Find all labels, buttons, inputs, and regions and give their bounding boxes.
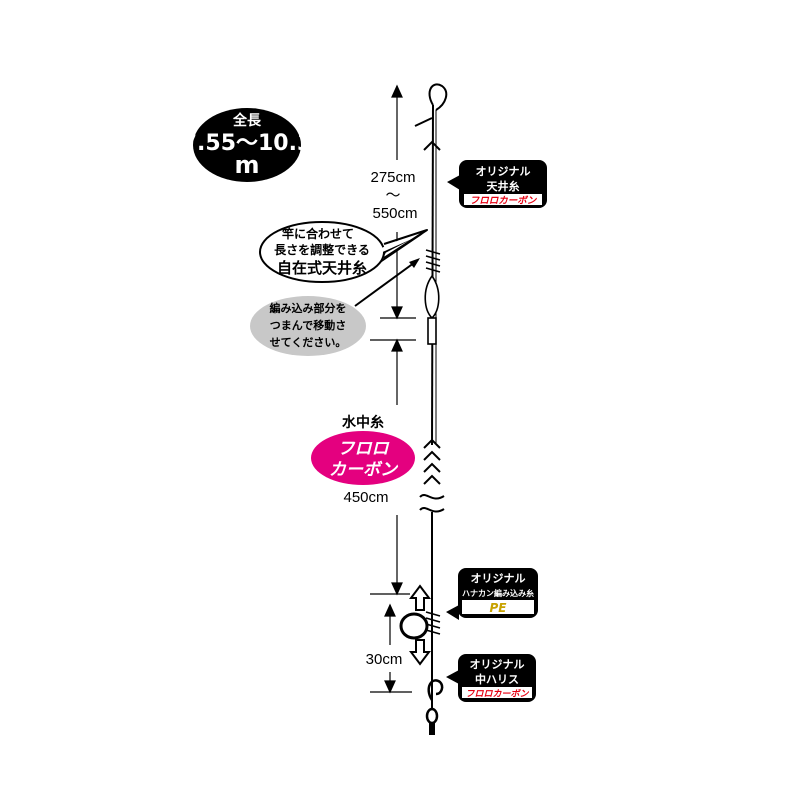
upper-span-max: 550cm bbox=[372, 205, 417, 222]
tag-tenjou: オリジナル 天井糸 フロロカーボン bbox=[447, 160, 547, 208]
fluorocarbon-badge bbox=[311, 431, 415, 485]
adjustable-note-line2: 長さを調整できる bbox=[274, 242, 370, 257]
adjustable-note-line1: 竿に合わせて bbox=[282, 226, 354, 241]
instruction-note-line3: せてください。 bbox=[270, 336, 347, 349]
instruction-note-line2: つまんで移動さ bbox=[270, 318, 346, 332]
lower-span-length: 30cm bbox=[366, 651, 403, 668]
tag-pe-material: PE bbox=[490, 601, 508, 615]
tag-tenjou-name: 天井糸 bbox=[487, 179, 520, 193]
tag-nakaharisu: オリジナル 中ハリス フロロカーボン bbox=[446, 654, 536, 702]
tag-tenjou-material: フロロカーボン bbox=[470, 195, 538, 207]
tag-pe: オリジナル ハナカン編み込み糸 PE bbox=[446, 568, 538, 620]
tag-nakaharisu-title: オリジナル bbox=[470, 658, 525, 671]
middle-span-labels: 水中糸 フロロ カーボン 450cm bbox=[311, 414, 415, 506]
tag-tenjou-title: オリジナル bbox=[476, 165, 531, 178]
upper-span-labels: 275cm 〜 550cm bbox=[370, 169, 417, 222]
adjustable-note-bubble: 竿に合わせて 長さを調整できる 自在式天井糸 bbox=[259, 221, 428, 283]
overall-length-range: 7.55〜10.3 bbox=[182, 131, 313, 156]
tag-pe-name: ハナカン編み込み糸 bbox=[462, 588, 534, 598]
line-break-wave bbox=[419, 494, 445, 513]
tag-pe-title: オリジナル bbox=[471, 572, 526, 585]
instruction-note-bubble: 編み込み部分を つまんで移動さ せてください。 bbox=[250, 258, 420, 356]
water-line-label: 水中糸 bbox=[342, 414, 384, 431]
main-line bbox=[414, 83, 448, 700]
overall-length-badge: 全長 7.55〜10.3 m bbox=[182, 108, 313, 182]
overall-length-label: 全長 bbox=[232, 112, 262, 129]
overall-length-unit: m bbox=[234, 151, 259, 179]
hanakan-assembly bbox=[399, 584, 441, 666]
adjustable-note-line3: 自在式天井糸 bbox=[277, 259, 367, 277]
upper-span-wave: 〜 bbox=[385, 187, 400, 204]
tag-nakaharisu-material: フロロカーボン bbox=[465, 689, 529, 700]
instruction-note-line1: 編み込み部分を bbox=[270, 301, 347, 315]
upper-span-min: 275cm bbox=[370, 169, 415, 186]
fluorocarbon-badge-line1: フロロ bbox=[338, 439, 390, 459]
bottom-swivel bbox=[425, 679, 444, 735]
adjustable-knot bbox=[424, 249, 441, 345]
middle-span-length: 450cm bbox=[343, 489, 388, 506]
tag-nakaharisu-name: 中ハリス bbox=[475, 672, 519, 686]
line-chevrons bbox=[423, 140, 441, 485]
fluorocarbon-badge-line2: カーボン bbox=[329, 460, 399, 480]
